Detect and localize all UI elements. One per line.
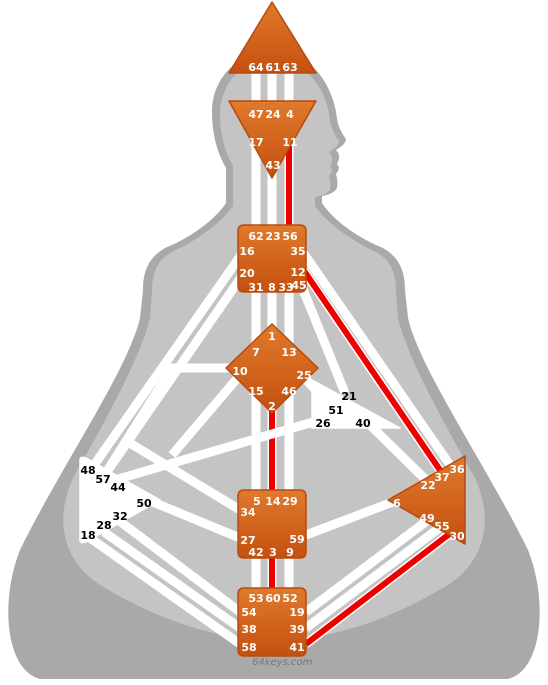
center-ego bbox=[311, 379, 401, 429]
gate-label-35: 35 bbox=[290, 245, 305, 258]
center-head bbox=[228, 1, 317, 74]
gate-label-23: 23 bbox=[265, 230, 280, 243]
gate-label-57: 57 bbox=[95, 473, 110, 486]
gate-label-9: 9 bbox=[286, 546, 294, 559]
channel-26-44 bbox=[106, 415, 322, 487]
center-throat bbox=[237, 224, 307, 293]
gate-label-27: 27 bbox=[240, 534, 255, 547]
channel-32-54 bbox=[115, 516, 243, 616]
gate-label-48: 48 bbox=[80, 464, 95, 477]
gate-label-4: 4 bbox=[286, 108, 294, 121]
channel-16-48 bbox=[88, 245, 250, 471]
gate-label-15: 15 bbox=[248, 385, 263, 398]
channel-55-39 bbox=[303, 522, 445, 632]
center-root bbox=[237, 587, 307, 657]
gate-label-46: 46 bbox=[281, 385, 297, 398]
gate-label-62: 62 bbox=[248, 230, 263, 243]
channel-18-58 bbox=[87, 534, 243, 648]
gate-label-63: 63 bbox=[282, 61, 297, 74]
gate-label-55: 55 bbox=[434, 520, 449, 533]
gate-label-53: 53 bbox=[248, 592, 263, 605]
channel-50-27 bbox=[146, 495, 242, 543]
gate-label-42: 42 bbox=[248, 546, 263, 559]
channel-59-6 bbox=[304, 495, 400, 540]
channel-44-34 bbox=[125, 438, 243, 514]
gate-label-7: 7 bbox=[252, 346, 260, 359]
channel-active-12-22 bbox=[297, 263, 447, 478]
channel-active-30-41 bbox=[304, 529, 454, 647]
gate-label-26: 26 bbox=[315, 417, 331, 430]
gate-label-38: 38 bbox=[241, 623, 256, 636]
channel-28-38 bbox=[101, 528, 243, 632]
channel-49-19 bbox=[303, 516, 431, 616]
watermark: 64keys.com bbox=[252, 657, 313, 668]
gate-label-1: 1 bbox=[268, 330, 276, 343]
channel-10-57 bbox=[100, 363, 240, 479]
gate-label-12: 12 bbox=[290, 266, 305, 279]
gate-label-39: 39 bbox=[289, 623, 304, 636]
gate-label-34: 34 bbox=[240, 506, 256, 519]
gate-label-36: 36 bbox=[449, 463, 465, 476]
gate-label-30: 30 bbox=[449, 530, 465, 543]
gate-label-8: 8 bbox=[268, 281, 276, 294]
gate-label-58: 58 bbox=[241, 641, 256, 654]
centers-layer bbox=[79, 1, 466, 657]
gate-label-14: 14 bbox=[265, 495, 281, 508]
gate-label-25: 25 bbox=[296, 369, 311, 382]
channel-35-36 bbox=[296, 245, 456, 471]
gate-label-20: 20 bbox=[239, 267, 255, 280]
gate-label-43: 43 bbox=[265, 159, 280, 172]
gate-label-64: 64 bbox=[248, 61, 264, 74]
gate-label-37: 37 bbox=[434, 471, 449, 484]
gate-label-49: 49 bbox=[419, 512, 434, 525]
center-sacral bbox=[237, 489, 307, 559]
center-solar-plexus bbox=[387, 455, 466, 545]
gate-label-32: 32 bbox=[112, 510, 127, 523]
gate-label-28: 28 bbox=[96, 519, 111, 532]
gate-label-54: 54 bbox=[241, 606, 257, 619]
gate-label-29: 29 bbox=[282, 495, 297, 508]
gate-label-17: 17 bbox=[248, 136, 263, 149]
gate-label-22: 22 bbox=[420, 479, 435, 492]
gate-label-24: 24 bbox=[265, 108, 281, 121]
gate-label-47: 47 bbox=[248, 108, 263, 121]
gate-label-31: 31 bbox=[248, 281, 263, 294]
gate-label-16: 16 bbox=[239, 245, 255, 258]
gate-label-50: 50 bbox=[136, 497, 152, 510]
center-spleen bbox=[79, 456, 161, 544]
gate-label-51: 51 bbox=[328, 404, 343, 417]
gate-label-45: 45 bbox=[291, 279, 306, 292]
gate-label-6: 6 bbox=[393, 497, 401, 510]
gate-label-3: 3 bbox=[269, 546, 277, 559]
gate-label-11: 11 bbox=[282, 136, 297, 149]
gate-label-61: 61 bbox=[265, 61, 280, 74]
gate-label-18: 18 bbox=[80, 529, 95, 542]
gate-label-59: 59 bbox=[289, 533, 304, 546]
center-ajna bbox=[228, 100, 317, 179]
gate-label-19: 19 bbox=[289, 606, 304, 619]
channels-layer bbox=[87, 60, 456, 648]
gate-label-60: 60 bbox=[265, 592, 281, 605]
gate-label-10: 10 bbox=[232, 365, 248, 378]
gate-label-44: 44 bbox=[110, 481, 126, 494]
gate-label-2: 2 bbox=[268, 400, 276, 413]
channel-45-21 bbox=[295, 280, 350, 395]
gate-label-56: 56 bbox=[282, 230, 298, 243]
channel-10-34-left bbox=[168, 372, 244, 458]
channel-40-37 bbox=[361, 416, 434, 488]
gate-label-5: 5 bbox=[253, 495, 261, 508]
gate-label-52: 52 bbox=[282, 592, 297, 605]
gate-label-13: 13 bbox=[281, 346, 296, 359]
gate-label-40: 40 bbox=[355, 417, 371, 430]
gate-label-21: 21 bbox=[341, 390, 356, 403]
center-g bbox=[225, 323, 319, 414]
gate-label-33: 33 bbox=[278, 281, 293, 294]
gate-label-41: 41 bbox=[289, 641, 304, 654]
